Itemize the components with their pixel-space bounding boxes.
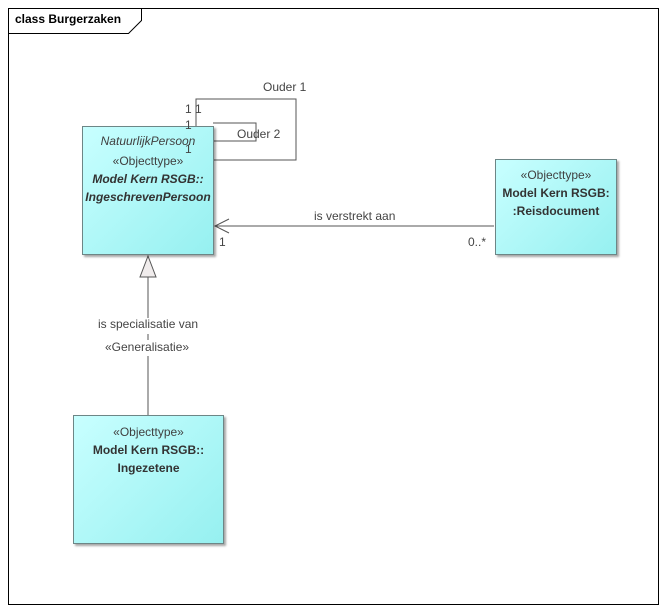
class-ingezetene[interactable]: «Objecttype» Model Kern RSGB:: Ingezeten… [73,415,224,544]
frame-title-tab [8,8,142,34]
verstrekt-multiplicity-target: 1 [219,235,226,249]
class-stereotype: «Objecttype» [520,168,592,182]
ouder1-multiplicity-b: 1 [195,102,202,116]
class-stereotype: «Objecttype» [113,425,184,439]
class-reisdocument[interactable]: «Objecttype» Model Kern RSGB: :Reisdocum… [495,159,617,255]
verstrekt-label: is verstrekt aan [314,209,396,223]
class-stereotype: «Objecttype» [112,154,184,168]
ouder2-label: Ouder 2 [237,127,281,141]
generalization-label: is specialisatie van [98,317,199,331]
class-name-line2: :Reisdocument [512,204,600,218]
ouder1-label: Ouder 1 [263,80,307,94]
frame-title: class Burgerzaken [15,12,122,26]
class-name-line1: Model Kern RSGB:: [92,172,204,186]
ouder2-multiplicity-b: 1 [185,142,192,156]
ouder2-multiplicity-a: 1 [185,118,192,132]
ouder1-association-line[interactable] [195,98,297,161]
class-parent-name: NatuurlijkPersoon [100,134,196,148]
class-name-line1: Model Kern RSGB: [502,186,610,200]
ouder2-association-line[interactable] [213,122,257,142]
ouder1-multiplicity-a: 1 [185,102,192,116]
class-name-line1: Model Kern RSGB:: [92,443,205,457]
class-name-line2: IngeschrevenPersoon [85,190,211,204]
generalization-stereotype: «Generalisatie» [105,340,190,354]
verstrekt-multiplicity-source: 0..* [468,235,487,249]
class-name-line2: Ingezetene [117,461,180,475]
verstrekt-arrowhead [213,218,230,234]
generalization-triangle [139,254,157,278]
diagram-frame [8,8,659,605]
class-ingeschreven-persoon[interactable]: NatuurlijkPersoon «Objecttype» Model Ker… [82,126,214,255]
